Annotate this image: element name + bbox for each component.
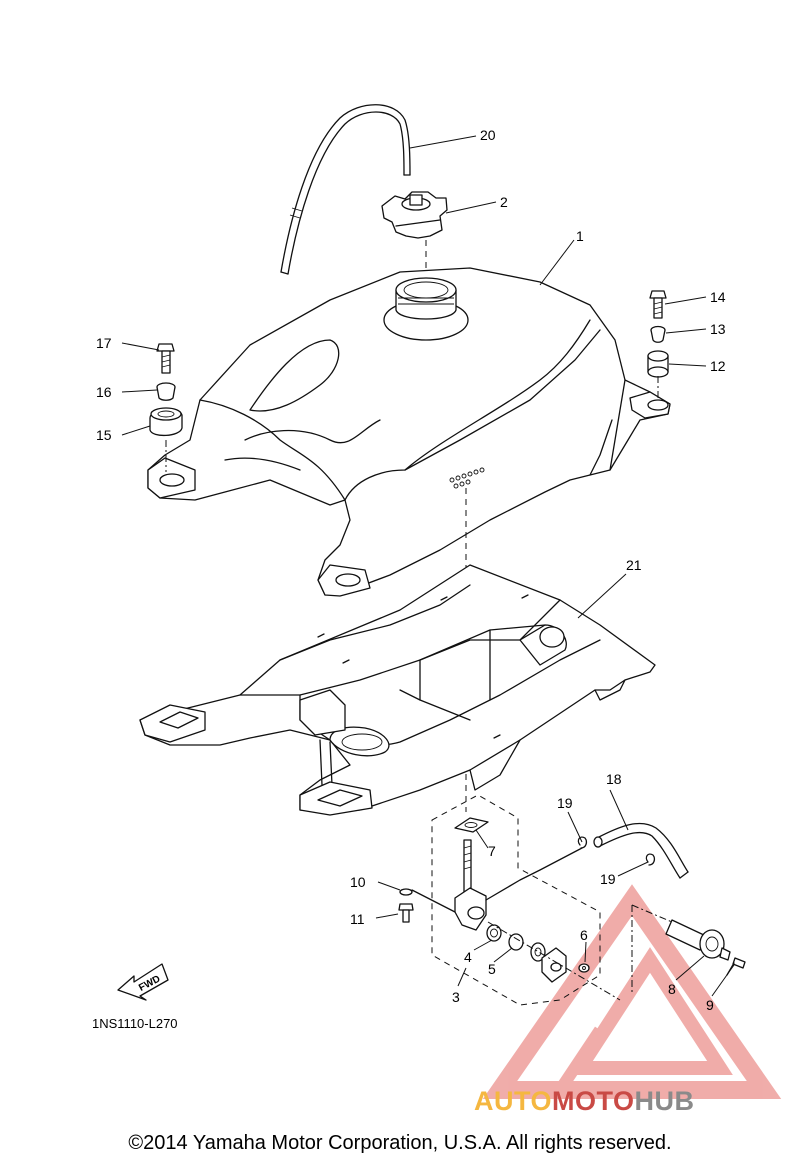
watermark-part-hub: HUB [634,1086,695,1116]
callout-13: 13 [710,321,726,337]
callout-17: 17 [96,335,112,351]
part-11-screw [398,903,414,923]
part-10-washer [399,888,413,896]
callout-5: 5 [488,961,496,977]
part-1-fuel-tank [147,267,671,597]
copyright-notice: ©2014 Yamaha Motor Corporation, U.S.A. A… [128,1132,672,1154]
callout-11: 11 [350,911,365,927]
part-13-collar [650,325,666,343]
part-12-grommet [647,350,669,378]
callout-9: 9 [706,997,714,1013]
callout-10: 10 [350,874,366,890]
part-21-tank-cover [139,564,656,816]
watermark-part-auto: AUTO [474,1086,553,1116]
watermark-triangle-logo [482,884,782,1099]
callout-1: 1 [576,228,584,244]
part-15-grommet [149,407,183,437]
callout-numbers: 20 2 1 14 13 12 17 16 15 21 18 19 19 7 1… [96,127,726,1013]
callout-15: 15 [96,427,112,443]
callout-4: 4 [464,949,472,965]
drain-port-marks [449,467,485,489]
callout-19-upper: 19 [557,795,573,811]
callout-2: 2 [500,194,508,210]
guide-line-10 [411,889,456,913]
part-2-fuel-cap [381,191,448,282]
watermark-text: AUTOMOTOHUB [474,1086,695,1117]
callout-8: 8 [668,981,676,997]
guide-line-petcock [487,921,621,1001]
leader-lines [121,135,735,997]
part-19-clip-upper [577,836,588,849]
part-18-fuel-hose [593,822,689,879]
callout-12: 12 [710,358,726,374]
part-4-o-ring [486,924,502,942]
part-14-bolt [649,290,667,319]
part-20-breather-hose [280,104,411,275]
part-3-assembly-outline [431,794,601,1006]
callout-16: 16 [96,384,112,400]
guide-line-valve [631,904,673,923]
fuel-petcock-body [454,839,583,931]
drawing-code: 1NS1110-L270 [92,1016,178,1031]
part-5-gasket [508,933,524,951]
callout-14: 14 [710,289,726,305]
watermark-part-moto: MOTO [552,1086,635,1116]
callout-7: 7 [488,843,496,859]
callout-6: 6 [580,927,588,943]
part-17-bolt [156,343,175,374]
callout-19-lower: 19 [600,871,616,887]
part-19-clip-lower [645,853,656,866]
part-7-gasket [454,817,489,833]
callout-3: 3 [452,989,460,1005]
callout-20: 20 [480,127,496,143]
callout-18: 18 [606,771,622,787]
part-6-screw [578,963,590,973]
part-9-screw [726,957,746,976]
part-16-collar [156,382,176,401]
petcock-disc [530,942,546,962]
callout-21: 21 [626,557,642,573]
part-8-vacuum-valve [665,919,731,961]
petcock-lever [541,947,567,983]
fwd-arrow-icon: FWD [117,963,169,1001]
